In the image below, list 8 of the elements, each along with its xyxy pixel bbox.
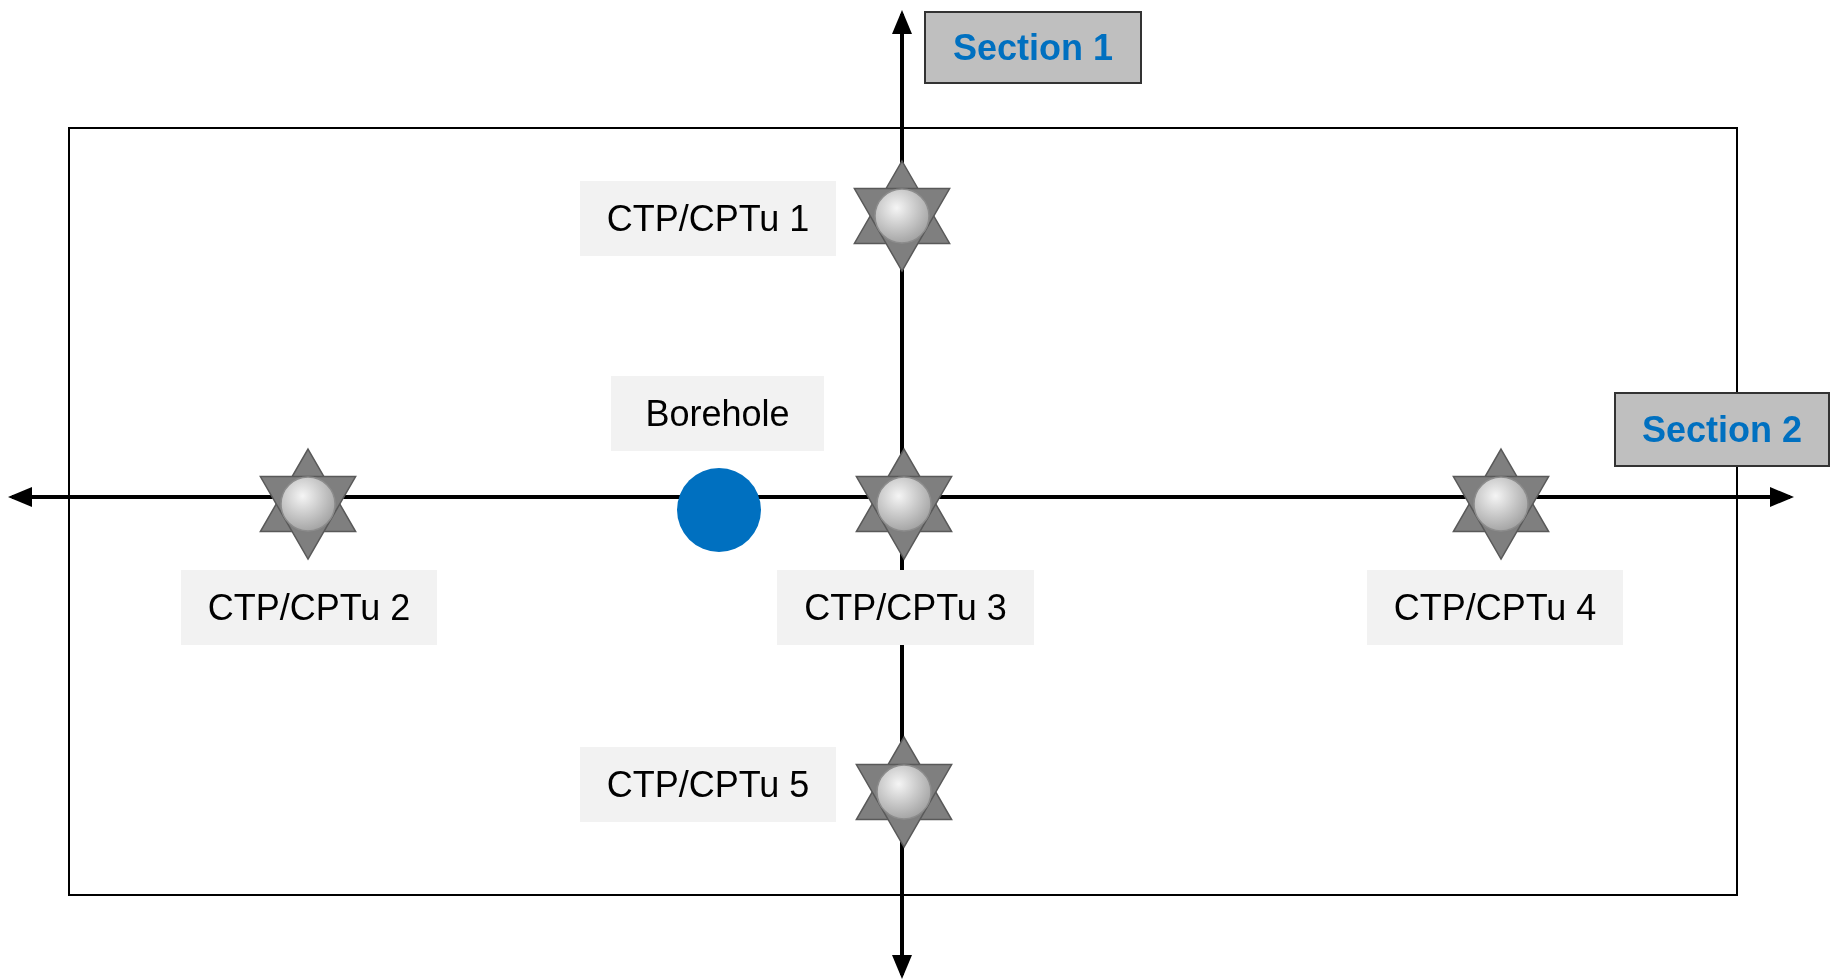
section-label: Section 2 <box>1614 392 1830 467</box>
point-label: CTP/CPTu 1 <box>580 181 836 256</box>
point-label: CTP/CPTu 4 <box>1367 570 1623 645</box>
section-label: Section 1 <box>924 11 1142 84</box>
point-label: Borehole <box>611 376 824 451</box>
point-label: CTP/CPTu 2 <box>181 570 437 645</box>
point-label: CTP/CPTu 5 <box>580 747 836 822</box>
point-label: CTP/CPTu 3 <box>777 570 1034 645</box>
